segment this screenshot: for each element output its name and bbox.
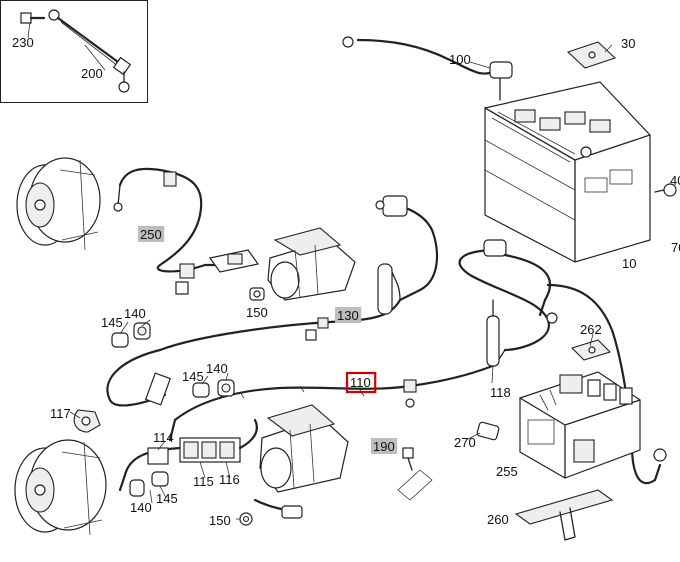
callout-text: 150 [246, 305, 268, 320]
callout-labels: 2302001003040701025015013014514026214514… [12, 35, 680, 528]
callout-text: 270 [454, 435, 476, 450]
callout-115[interactable]: 115 [193, 474, 214, 489]
cable-loop-117 [73, 348, 172, 433]
callout-text: 114 [153, 430, 174, 445]
callout-text: 250 [140, 227, 162, 242]
ground-strap-200-icon [48, 9, 132, 93]
callout-150[interactable]: 150 [209, 513, 231, 528]
bolt-230-icon [20, 12, 46, 24]
callout-text: 140 [130, 500, 152, 515]
callout-text: 262 [580, 322, 602, 337]
callout-10[interactable]: 10 [622, 256, 636, 271]
callout-text: 130 [337, 308, 359, 323]
callout-shade [138, 226, 165, 242]
callout-117[interactable]: 117 [50, 406, 71, 421]
callout-30[interactable]: 30 [621, 36, 635, 51]
callout-text: 190 [373, 439, 395, 454]
bracket-262-icon [570, 339, 612, 361]
callout-100[interactable]: 100 [449, 52, 471, 67]
callout-highlight-box [345, 371, 377, 394]
callout-text: 117 [50, 406, 71, 421]
callout-text: 30 [621, 36, 635, 51]
callout-40[interactable]: 40 [670, 173, 680, 188]
callout-70[interactable]: 70 [671, 240, 680, 255]
alternator-bottom [14, 439, 107, 536]
inset-box [0, 0, 148, 103]
callout-text: 115 [193, 474, 214, 489]
callout-text: 255 [496, 464, 518, 479]
callout-130[interactable]: 130 [335, 307, 362, 323]
terminal-145-140-bottom-icon [129, 379, 235, 497]
callout-255[interactable]: 255 [496, 464, 518, 479]
battery-10 [342, 36, 677, 263]
callout-230[interactable]: 230 [12, 35, 34, 50]
callout-140[interactable]: 140 [124, 306, 146, 321]
callout-190[interactable]: 190 [371, 438, 398, 454]
callout-text: 110 [350, 375, 371, 390]
callout-145[interactable]: 145 [101, 315, 123, 330]
callout-text: 145 [182, 369, 204, 384]
callout-118[interactable]: 118 [490, 385, 511, 400]
callout-114[interactable]: 114 [153, 430, 174, 445]
fuse-box-255 [519, 371, 641, 479]
callout-shade [371, 438, 398, 454]
callout-110[interactable]: 110 [345, 371, 377, 394]
callout-text: 145 [101, 315, 123, 330]
callout-116[interactable]: 116 [219, 472, 240, 487]
leader-lines [27, 21, 613, 520]
callout-text: 118 [490, 385, 511, 400]
cable-250 [113, 167, 260, 295]
callout-140[interactable]: 140 [206, 361, 228, 376]
callout-150[interactable]: 150 [246, 305, 268, 320]
callout-text: 260 [487, 512, 509, 527]
callout-250[interactable]: 250 [138, 226, 165, 242]
callout-text: 116 [219, 472, 240, 487]
starter-bottom [259, 404, 349, 493]
callout-text: 230 [12, 35, 34, 50]
harness-114-115-116 [118, 418, 258, 492]
terminal-cover-30-icon [566, 41, 617, 69]
callout-text: 40 [670, 173, 680, 188]
bracket-260-icon [514, 489, 614, 541]
callout-text: 100 [449, 52, 471, 67]
alternator-top [16, 157, 101, 251]
callout-shade [335, 307, 362, 323]
bolt-190-icon [397, 447, 433, 501]
callout-145[interactable]: 145 [182, 369, 204, 384]
nut-150-top-icon [249, 287, 265, 301]
cable-battery-ground [458, 239, 667, 485]
starter-top [267, 227, 356, 301]
callout-text: 200 [81, 66, 103, 81]
callout-text: 150 [209, 513, 231, 528]
callout-145[interactable]: 145 [156, 491, 178, 506]
callout-text: 10 [622, 256, 636, 271]
cable-150-bottom [239, 498, 303, 526]
callout-text: 145 [156, 491, 178, 506]
callout-140[interactable]: 140 [130, 500, 152, 515]
cable-110 [173, 299, 506, 422]
terminal-145-140-top-icon [111, 322, 151, 348]
callout-270[interactable]: 270 [454, 435, 476, 450]
screw-40-icon [654, 183, 677, 197]
callout-text: 70 [671, 240, 680, 255]
cable-130 [158, 195, 438, 352]
callout-262[interactable]: 262 [580, 322, 602, 337]
callout-260[interactable]: 260 [487, 512, 509, 527]
callout-text: 140 [124, 306, 146, 321]
callout-200[interactable]: 200 [81, 66, 103, 81]
clip-270-icon [476, 421, 500, 441]
callout-text: 140 [206, 361, 228, 376]
